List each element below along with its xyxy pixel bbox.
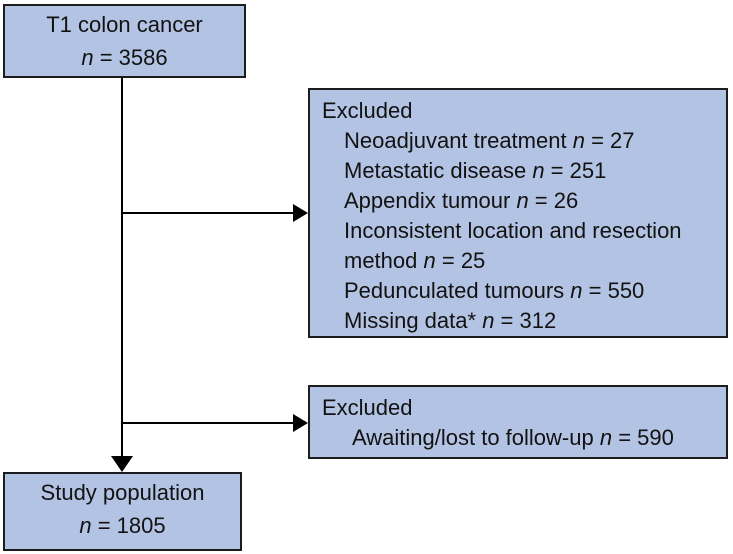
item-text: Appendix tumour [344, 188, 517, 213]
item-value: = 590 [612, 425, 674, 450]
arrow-right-icon-2 [293, 414, 308, 432]
flow-line-vertical [121, 77, 123, 457]
n-symbol: n [599, 425, 613, 450]
item-value: = 26 [528, 188, 579, 213]
n-symbol: n [482, 308, 495, 333]
n-symbol: n [81, 45, 94, 70]
excluded-item-missing-data: Missing data* n = 312 [322, 306, 718, 336]
item-text: Missing data* [344, 308, 483, 333]
excluded-header: Excluded [322, 98, 413, 123]
excluded-item-followup: Awaiting/lost to follow-up n = 590 [322, 423, 718, 453]
box-count: n = 3586 [5, 41, 244, 74]
n-symbol: n [532, 158, 545, 183]
box-title-text: Study population [40, 480, 205, 505]
item-value: = 27 [584, 128, 635, 153]
excluded-item-inconsistent-location: Inconsistent location and resection meth… [322, 216, 718, 276]
arrow-right-icon-1 [293, 204, 308, 222]
item-value: = 312 [494, 308, 557, 333]
box-count: n = 1805 [5, 509, 240, 542]
arrow-down-icon [111, 456, 133, 472]
excluded-item-neoadjuvant: Neoadjuvant treatment n = 27 [322, 126, 718, 156]
box-title-text: T1 colon cancer [46, 12, 203, 37]
item-text: Pedunculated tumours [344, 278, 571, 303]
item-value: = 550 [582, 278, 645, 303]
n-symbol: n [423, 248, 436, 273]
excluded-item-appendix: Appendix tumour n = 26 [322, 186, 718, 216]
item-text: Neoadjuvant treatment [344, 128, 573, 153]
flow-line-branch-2 [122, 422, 294, 424]
excluded-header: Excluded [322, 395, 413, 420]
excluded-item-pedunculated: Pedunculated tumours n = 550 [322, 276, 718, 306]
box-t1-colon-cancer: T1 colon cancer n = 3586 [3, 4, 246, 78]
box-excluded-main: Excluded Neoadjuvant treatment n = 27 Me… [308, 88, 728, 338]
box-title: T1 colon cancer [5, 8, 244, 41]
excluded-item-metastatic: Metastatic disease n = 251 [322, 156, 718, 186]
item-value: = 25 [435, 248, 486, 273]
count-value: = 3586 [93, 45, 168, 70]
n-symbol: n [516, 188, 529, 213]
flow-line-branch-1 [122, 212, 294, 214]
n-symbol: n [79, 513, 92, 538]
count-value: = 1805 [91, 513, 166, 538]
item-value: = 251 [544, 158, 607, 183]
box-excluded-followup: Excluded Awaiting/lost to follow-up n = … [308, 385, 728, 459]
item-text: Metastatic disease [344, 158, 533, 183]
n-symbol: n [570, 278, 583, 303]
n-symbol: n [572, 128, 585, 153]
box-study-population: Study population n = 1805 [3, 472, 242, 551]
item-text: Inconsistent location and resection meth… [344, 218, 682, 273]
item-text: Awaiting/lost to follow-up [352, 425, 600, 450]
box-title: Study population [5, 476, 240, 509]
